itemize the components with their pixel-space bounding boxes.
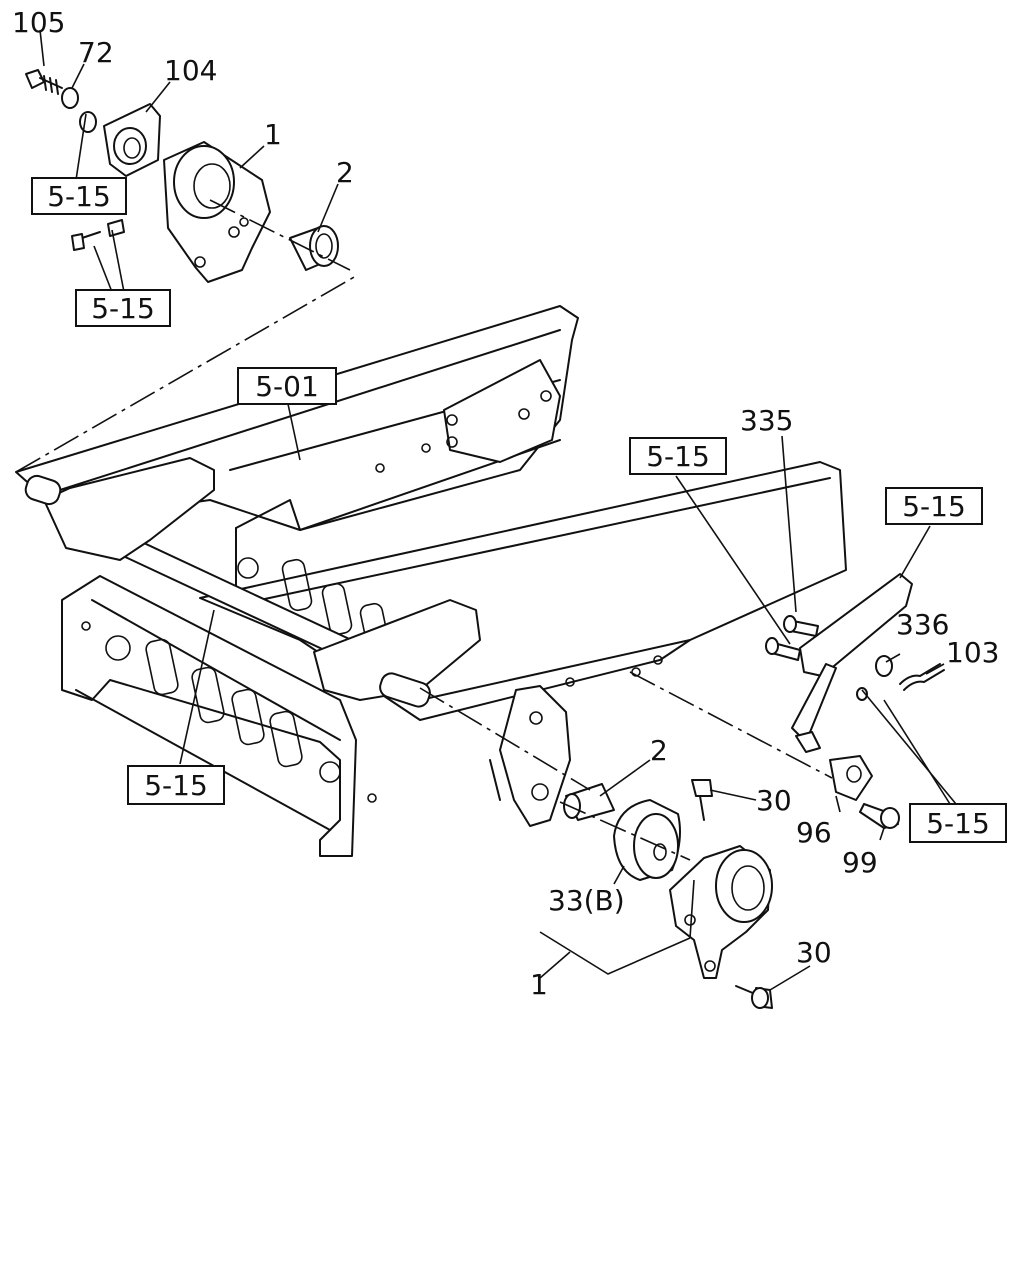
ref-box-right-lower: 5-15	[909, 803, 1007, 843]
shackle-assembly	[765, 573, 945, 829]
ref-box-top2: 5-15	[75, 289, 171, 327]
top-assembly	[25, 69, 339, 283]
leader-lines	[39, 29, 957, 991]
callout-99: 99	[842, 846, 878, 879]
callout-30-lower: 30	[796, 936, 832, 969]
callout-104: 104	[164, 54, 217, 87]
ref-box-mid: 5-15	[629, 437, 727, 475]
callout-72: 72	[78, 36, 114, 69]
right-bar-bracket	[313, 599, 481, 708]
ref-box-left-lower: 5-15	[127, 765, 225, 805]
callout-1-top: 1	[264, 118, 282, 151]
callout-105: 105	[12, 6, 65, 39]
center-lines	[15, 199, 833, 861]
ref-box-frame: 5-01	[237, 367, 337, 405]
ref-box-top1: 5-15	[31, 177, 127, 215]
callout-30-upper: 30	[756, 784, 792, 817]
callout-2-top: 2	[336, 156, 354, 189]
upper-frame-bracket	[443, 359, 561, 463]
callout-1-bottom: 1	[530, 968, 548, 1001]
callout-103: 103	[946, 636, 999, 669]
callout-336: 336	[896, 608, 949, 641]
callout-335: 335	[740, 404, 793, 437]
lower-assembly	[563, 779, 773, 1009]
ref-label-top2: 5-15	[91, 292, 155, 325]
ref-label-right-lower: 5-15	[926, 807, 990, 840]
ref-label-top1: 5-15	[47, 180, 111, 213]
callout-2-mid: 2	[650, 734, 668, 767]
hanger-bracket	[489, 685, 571, 827]
left-bar-bracket	[24, 457, 215, 561]
callouts: 105 72 104 1 2 335 336 103 2 30 96 99 33…	[12, 6, 999, 1001]
ref-label-left-lower: 5-15	[144, 769, 208, 802]
ref-label-right-upper: 5-15	[902, 490, 966, 523]
ref-label-frame: 5-01	[255, 370, 319, 403]
ref-box-right-upper: 5-15	[885, 487, 983, 525]
ref-label-mid: 5-15	[646, 440, 710, 473]
callout-96: 96	[796, 816, 832, 849]
callout-33b: 33(B)	[548, 884, 625, 917]
